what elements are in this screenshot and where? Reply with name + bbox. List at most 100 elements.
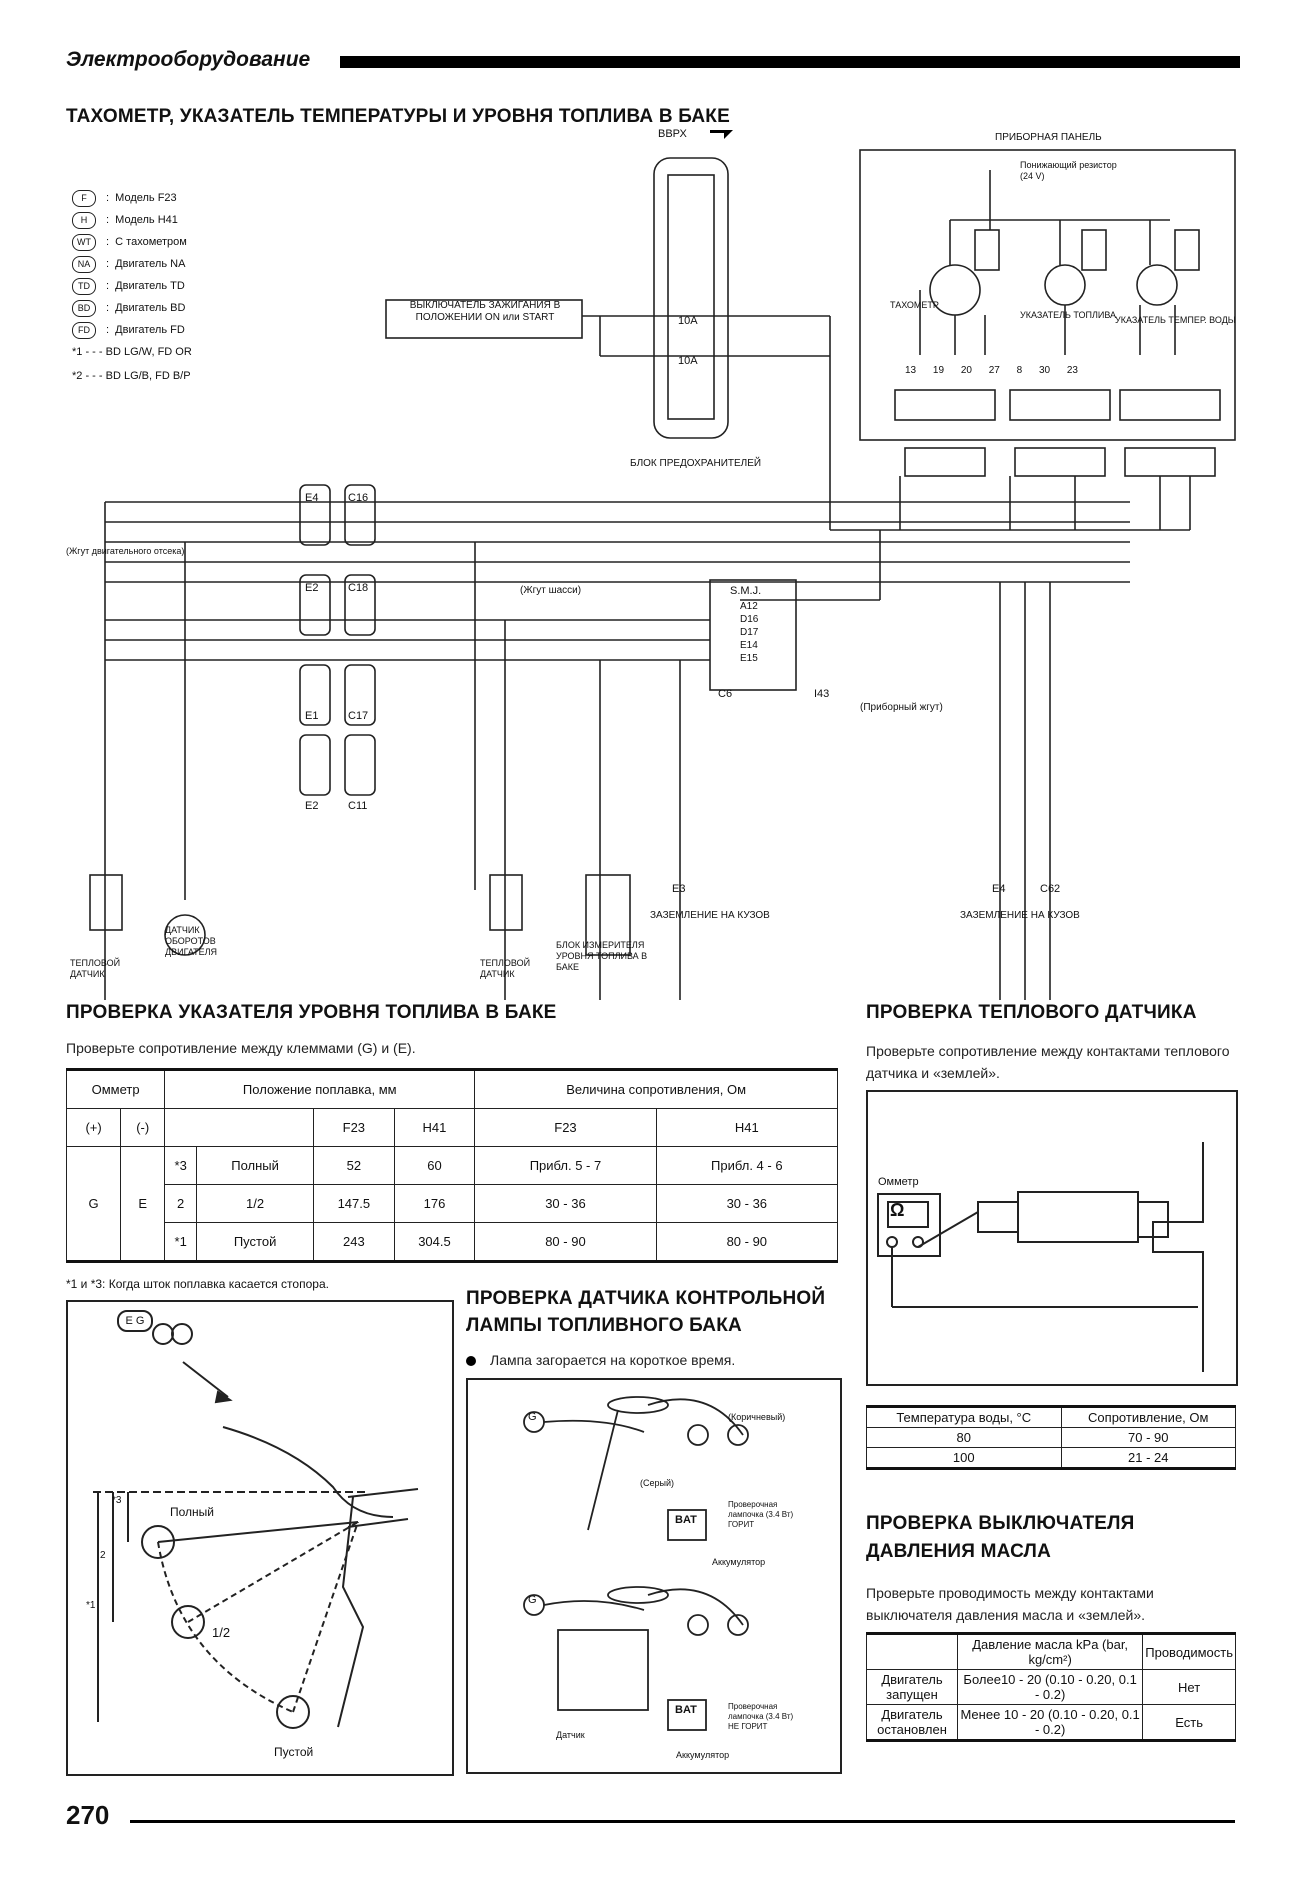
page-number: 270 (66, 1800, 110, 1830)
lamp-check-title: ПРОВЕРКА ДАТЧИКА КОНТРОЛЬНОЙ ЛАМПЫ ТОПЛИ… (466, 1288, 826, 1336)
thermal-sensor-2 (489, 874, 523, 931)
sensor-label: Датчик (556, 1730, 585, 1740)
fuel-gauge (1044, 264, 1086, 306)
conn-e2: E2 (305, 582, 319, 594)
legend-star1: *1 - - - BD LG/W, FD OR (72, 346, 192, 358)
thermal-sensor-1 (89, 874, 123, 931)
thermal-check-intro: Проверьте сопротивление между контактами… (866, 1043, 1230, 1081)
conn-e2b: E2 (305, 800, 319, 812)
conn-e4: E4 (305, 492, 319, 504)
float-figure (66, 1300, 454, 1776)
ohmmeter-label: Омметр (878, 1176, 919, 1188)
fuse-1: 10А (678, 315, 698, 327)
thermal-sensor-1-label: ТЕПЛОВОЙ ДАТЧИК (70, 958, 121, 979)
fuel-gauge-label: УКАЗАТЕЛЬ ТОПЛИВА (1020, 310, 1117, 320)
bullet-icon (466, 1356, 476, 1367)
fuse-2: 10А (678, 355, 698, 367)
conn-c17: C17 (348, 710, 369, 722)
battery-label-2: Аккумулятор (676, 1750, 730, 1760)
ground-conn-e4: E4 (992, 883, 1006, 895)
rpm-sensor (164, 914, 206, 956)
lamp-check-bullet: Лампа загорается на короткое время. (466, 1352, 735, 1368)
temp-gauge (1136, 264, 1178, 306)
lamp-g2: G (528, 1594, 537, 1606)
table-row: 2 1/2 147.5 176 30 - 36 30 - 36 (67, 1184, 839, 1223)
resistor-3 (1174, 229, 1200, 271)
conn-i43: I43 (814, 688, 830, 700)
fuel-unit (585, 874, 631, 956)
thermal-check-title: ПРОВЕРКА ТЕПЛОВОГО ДАТЧИКА (866, 1002, 1197, 1023)
resistor-label: Понижающий резистор (24 V) (1020, 160, 1117, 181)
ohm-icon: Ω (890, 1200, 905, 1220)
wiring-diagram (89, 130, 1236, 1000)
oil-check-title: ПРОВЕРКА ВЫКЛЮЧАТЕЛЯ ДАВЛЕНИЯ МАСЛА (866, 1513, 1135, 1562)
legend-item: TD: Двигатель TD (72, 278, 185, 295)
vvrkh-label: ВВРХ (658, 128, 687, 140)
section-title: Электрооборудование (66, 48, 311, 71)
fuel-check-intro: Проверьте сопротивление между клеммами (… (66, 1040, 416, 1056)
resistor-2 (1081, 229, 1107, 271)
header-rule (340, 56, 1240, 68)
table-row: *1 Пустой 243 304.5 80 - 90 80 - 90 (67, 1222, 839, 1262)
tacho-label: ТАХОМЕТР (890, 300, 939, 310)
brown-wire: (Коричневый) (728, 1412, 786, 1422)
fuel-check-title: ПРОВЕРКА УКАЗАТЕЛЯ УРОВНЯ ТОПЛИВА В БАКЕ (66, 1002, 557, 1023)
float-2: 2 (100, 1550, 106, 1561)
diagram-title: ТАХОМЕТР, УКАЗАТЕЛЬ ТЕМПЕРАТУРЫ И УРОВНЯ… (66, 106, 730, 127)
float-drawing (93, 1323, 419, 1729)
battery-icon-1: BAT (675, 1514, 697, 1526)
smj-label: S.M.J. (730, 585, 762, 597)
instrument-panel-label: ПРИБОРНАЯ ПАНЕЛЬ (995, 132, 1102, 143)
fuse-block-inner (667, 174, 715, 420)
float-star3: *3 (112, 1495, 122, 1506)
float-empty-label: Пустой (274, 1745, 314, 1759)
rpm-sensor-label: ДАТЧИК ОБОРОТОВ ДВИГАТЕЛЯ (165, 925, 218, 957)
ground-conn-c62: C62 (1040, 883, 1061, 895)
lamp-drawing (523, 1396, 749, 1731)
gray-wire: (Серый) (640, 1478, 675, 1488)
conn-c6: C6 (718, 688, 733, 700)
instrument-harness-label: (Приборный жгут) (860, 702, 943, 713)
fuel-unit-label: БЛОК ИЗМЕРИТЕЛЯ УРОВНЯ ТОПЛИВА В БАКЕ (556, 940, 648, 972)
lamp-figure (466, 1378, 842, 1774)
fuse-block-outline (653, 157, 729, 439)
engine-harness-label: (Жгут двигательного отсека) (66, 546, 185, 556)
lamp-on-label: Проверочная лампочка (3.4 Вт) ГОРИТ (728, 1500, 794, 1529)
lamp-g1: G (528, 1411, 537, 1423)
oil-table: Давление масла kPa (bar, kg/cm²)Проводим… (866, 1632, 1236, 1742)
float-full-label: Полный (170, 1505, 214, 1519)
ground-label-1: ЗАЗЕМЛЕНИЕ НА КУЗОВ (650, 910, 770, 921)
oil-check-intro: Проверьте проводимость между контактами … (866, 1585, 1154, 1623)
ground-label-2: ЗАЗЕМЛЕНИЕ НА КУЗОВ (960, 910, 1080, 921)
battery-icon-2: BAT (675, 1704, 697, 1716)
conn-c18: C18 (348, 582, 369, 594)
conn-c16: C16 (348, 492, 369, 504)
legend-item: WT: С тахометром (72, 234, 187, 251)
legend-star2: *2 - - - BD LG/B, FD B/P (72, 370, 191, 382)
thermal-figure (866, 1090, 1238, 1386)
fuse-block-label: БЛОК ПРЕДОХРАНИТЕЛЕЙ (630, 458, 762, 469)
lamp-off-label: Проверочная лампочка (3.4 Вт) НЕ ГОРИТ (728, 1702, 794, 1731)
table-row: G E *3 Полный 52 60 Прибл. 5 - 7 Прибл. … (65, 1146, 839, 1262)
legend-item: FD: Двигатель FD (72, 322, 185, 339)
legend-item: BD: Двигатель BD (72, 300, 185, 317)
fuel-check-table: Омметр Положение поплавка, мм Величина с… (65, 1068, 839, 1263)
temp-gauge-label: УКАЗАТЕЛЬ ТЕМПЕР. ВОДЫ (1115, 315, 1236, 325)
eg-connector-label: E G (117, 1310, 153, 1332)
thermal-sensor-2-label: ТЕПЛОВОЙ ДАТЧИК (480, 958, 531, 979)
legend-item: NA: Двигатель NA (72, 256, 185, 273)
float-half-label: 1/2 (212, 1625, 231, 1640)
instrument-panel-box (859, 149, 1236, 441)
fuel-footnote: *1 и *3: Когда шток поплавка касается ст… (66, 1277, 329, 1291)
smj-box (709, 579, 797, 691)
ignition-box (385, 299, 583, 339)
ground-conn-e3: E3 (672, 883, 686, 895)
chassis-harness-label: (Жгут шасси) (520, 585, 582, 596)
conn-e1: E1 (305, 710, 319, 722)
